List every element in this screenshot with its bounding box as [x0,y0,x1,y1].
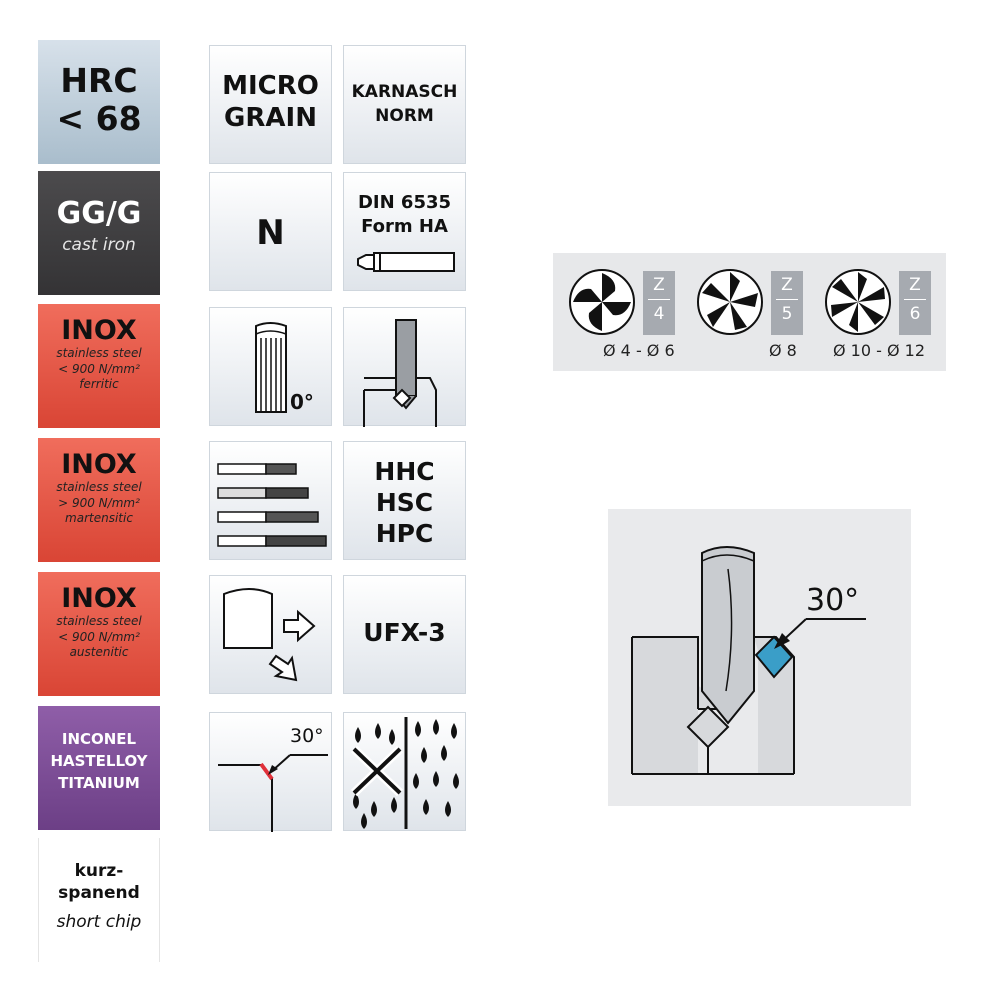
inox-line: > 900 N/mm² [58,495,140,510]
superalloy-line: INCONEL [61,730,137,748]
z-label: Z [648,271,670,300]
material-inox-austenitic: INOX stainless steel < 900 N/mm² austeni… [38,572,160,696]
length-variants-cell [209,441,332,560]
inox-line: stainless steel [56,346,142,360]
helix-angle-label: 0° [290,390,314,414]
chamfer-angle-label: 30° [806,583,860,618]
din-line: DIN 6535 [357,192,452,213]
chip-subtitle: short chip [56,912,142,932]
flute-count-panel: Z 4 Ø 4 - Ø 6 Z 5 Ø 8 [553,253,946,371]
dry-or-coolant-icon [350,717,459,829]
inox-line: stainless steel [56,614,142,628]
hrc-label: HRC [60,61,138,100]
material-inox-martensitic: INOX stainless steel > 900 N/mm² martens… [38,438,160,562]
chamfer-mill-icon [363,319,437,427]
feed-direction-icon [223,588,316,682]
hrc-value: < 68 [56,99,142,138]
inox-title: INOX [61,583,137,614]
chamfer-30-icon [218,754,328,832]
type-n-cell: N [209,172,332,291]
machining-line: HPC [375,519,434,548]
helix-0-cell: 0° [209,307,332,426]
z-label: Z [776,271,798,300]
chamfer-30-label: 30° [290,725,324,747]
din-6535-cell: DIN 6535 Form HA [343,172,466,291]
din-line: Form HA [361,216,448,237]
material-short-chip: kurz- spanend short chip [38,838,160,962]
flute-count: 4 [653,304,665,324]
machining-line: HHC [374,457,435,486]
z-badge: Z 6 [899,271,931,335]
material-superalloy: INCONEL HASTELLOY TITANIUM [38,706,160,830]
ufx-3-cell: UFX-3 [343,575,466,694]
inox-line: martensitic [65,511,133,525]
chamfer-milling-cell [343,307,466,427]
flute-count: 5 [781,304,793,324]
end-mill-cross-section-icon [825,269,891,335]
z-badge: Z 4 [643,271,675,335]
material-hrc: HRC < 68 [38,40,160,164]
micro-grain-line: MICRO [222,71,319,101]
micro-grain-line: GRAIN [224,103,317,133]
z-badge: Z 5 [771,271,803,335]
superalloy-line: TITANIUM [58,774,140,792]
inox-line: < 900 N/mm² [58,629,140,644]
inox-title: INOX [61,449,137,480]
diameter-range: Ø 8 [769,341,797,360]
micro-grain-cell: MICRO GRAIN [209,45,332,164]
karnasch-norm-line: KARNASCH [351,82,458,102]
chamfer-milling-illustration [631,546,866,775]
straight-flute-icon [255,322,287,413]
karnasch-norm-cell: KARNASCH NORM [343,45,466,164]
inox-line: < 900 N/mm² [58,361,140,376]
hhc-hsc-hpc-cell: HHC HSC HPC [343,441,466,560]
chip-line: kurz- [74,861,124,881]
length-variants-icon [217,463,327,547]
inox-line: ferritic [79,377,119,391]
superalloy-line: HASTELLOY [50,752,148,770]
type-n-label: N [256,213,285,253]
chamfer-diagram: 30° [608,509,911,806]
inox-line: austenitic [69,645,129,659]
karnasch-norm-line: NORM [375,106,434,126]
material-cast-iron: GG/G cast iron [38,171,160,295]
flute-count: 6 [909,304,921,324]
end-mill-cross-section-icon [569,269,635,335]
inox-line: stainless steel [56,480,142,494]
ufx-3-label: UFX-3 [363,618,446,647]
material-inox-ferritic: INOX stainless steel < 900 N/mm² ferriti… [38,304,160,428]
inox-title: INOX [61,315,137,346]
feed-direction-cell [209,575,332,694]
cast-iron-subtitle: cast iron [62,235,136,255]
diameter-range: Ø 4 - Ø 6 [603,341,675,360]
machining-line: HSC [375,488,434,517]
z-label: Z [904,271,926,300]
cast-iron-title: GG/G [56,196,142,231]
end-mill-cross-section-icon [697,269,763,335]
coolant-cell [343,712,466,831]
shank-icon [357,252,455,272]
chamfer-30-cell: 30° [209,712,332,832]
chip-line: spanend [58,883,140,903]
diameter-range: Ø 10 - Ø 12 [833,341,926,360]
